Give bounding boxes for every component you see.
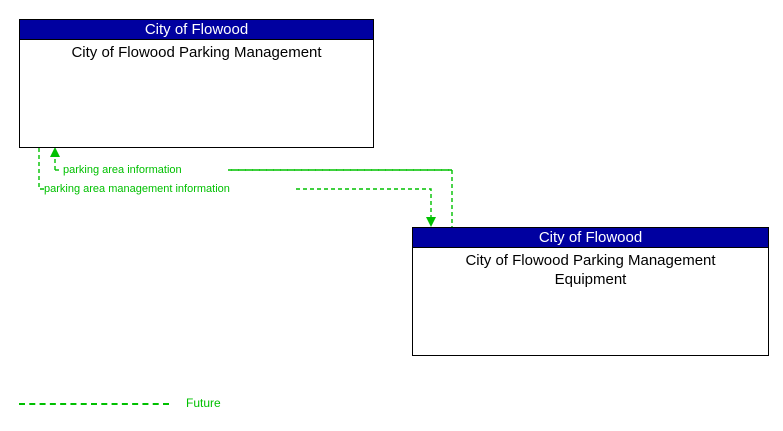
legend-label-future: Future — [186, 396, 221, 410]
element-stakeholder-header: City of Flowood — [20, 20, 373, 40]
flow-line-parking-area-information — [50, 147, 453, 356]
element-name-label: City of Flowood Parking Management Equip… — [465, 252, 716, 288]
flow-label-parking-area-management-information[interactable]: parking area management information — [44, 183, 230, 195]
flow-path-parking-area-management-right — [296, 188, 432, 218]
element-stakeholder-header: City of Flowood — [413, 228, 768, 248]
element-box-city-of-flowood-parking-management[interactable]: City of Flowood City of Flowood Parking … — [19, 19, 374, 148]
legend-line-future — [19, 403, 169, 405]
arrowhead-down-into-parking-equipment — [426, 217, 436, 227]
flow-label-parking-area-information[interactable]: parking area information — [63, 164, 182, 176]
arrowhead-up-into-parking-management — [50, 147, 60, 157]
element-name-label: City of Flowood Parking Management — [71, 44, 322, 61]
element-box-city-of-flowood-parking-management-equipment[interactable]: City of Flowood City of Flowood Parking … — [412, 227, 769, 356]
